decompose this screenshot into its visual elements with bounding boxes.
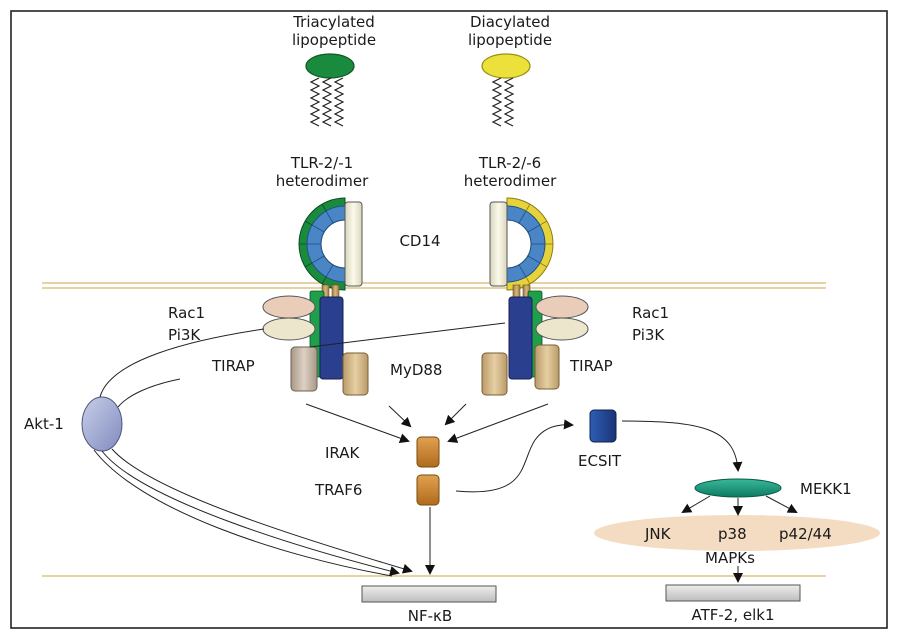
- label-ecsit: ECSIT: [578, 452, 622, 470]
- label-mapks: MAPKs: [705, 549, 755, 567]
- label-p4244: p42/44: [779, 525, 832, 543]
- label-rac1-left: Rac1: [168, 304, 205, 322]
- rac1-right: [535, 295, 589, 319]
- label-tirap-left: TIRAP: [211, 357, 255, 375]
- traf6: [416, 474, 440, 506]
- label-myd88: MyD88: [390, 361, 442, 379]
- label-irak: IRAK: [325, 444, 360, 462]
- triacylated-lipopeptide: [305, 53, 355, 127]
- atf2-box: [665, 584, 801, 602]
- pi3k-right: [535, 317, 589, 341]
- tlr26-heterodimer: [481, 197, 589, 396]
- mapk-band: [594, 515, 880, 551]
- tlr21-heterodimer: [262, 197, 369, 396]
- label-nfkb: NF-κB: [408, 607, 452, 625]
- adaptor-to-irak-arrows: [305, 403, 549, 443]
- irak: [416, 436, 440, 468]
- label-akt1: Akt-1: [24, 415, 64, 433]
- pi3k-left: [262, 317, 316, 341]
- ecsit: [589, 409, 617, 443]
- label-cd14: CD14: [399, 232, 440, 250]
- akt1: [81, 396, 123, 452]
- mekk1: [694, 478, 782, 498]
- label-jnk: JNK: [644, 525, 672, 543]
- akt1-to-nfkb: [93, 448, 413, 577]
- ecsit-to-mekk1: [621, 420, 743, 472]
- label-p38: p38: [718, 525, 747, 543]
- plasma-membrane: [42, 282, 826, 289]
- nfkb-box: [361, 585, 497, 603]
- label-pi3k-right: Pi3K: [632, 326, 665, 344]
- label-rac1-right: Rac1: [632, 304, 669, 322]
- label-atf2: ATF-2, elk1: [691, 606, 774, 624]
- label-pi3k-left: Pi3K: [168, 326, 201, 344]
- rac1-left: [262, 295, 316, 319]
- akt1-connectors: [99, 322, 506, 408]
- label-tirap-right: TIRAP: [569, 357, 613, 375]
- diacylated-lipopeptide: [481, 53, 531, 127]
- figure-frame: [10, 10, 888, 629]
- label-mekk1: MEKK1: [800, 480, 852, 498]
- traf6-to-ecsit: [455, 419, 574, 493]
- mekk1-to-mapk-arrows: [681, 495, 798, 516]
- label-traf6: TRAF6: [314, 481, 362, 499]
